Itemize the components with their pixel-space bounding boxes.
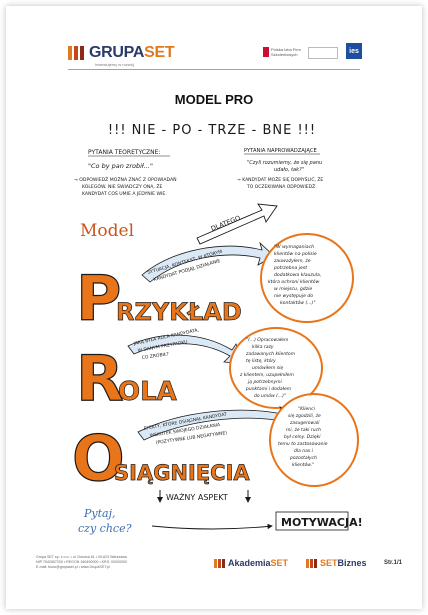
o-cloud-line-2: się zgodzili, że — [288, 413, 321, 419]
p-cloud-line-9: kontaktów (...)" — [280, 299, 316, 306]
r-cloud-line-1: "(...) Opracowałem — [246, 337, 289, 343]
r-word: OLA — [118, 377, 177, 407]
partner-logo-certificate — [308, 47, 338, 59]
r-cloud-text: "(...) Opracowałem kilka razy zadawanych… — [239, 337, 296, 399]
dlatego-arrow — [196, 203, 278, 245]
o-cloud-line-9: klientów." — [292, 461, 314, 468]
r-cloud-line-7: ją potrzebnymi — [247, 379, 283, 385]
footer-line-3: E-mail: biuro@grupaset.pl • www.GrupaSET… — [36, 565, 110, 569]
logo-tagline: Inwestujemy w rozwój — [95, 62, 134, 67]
p-speech-cloud — [260, 233, 354, 323]
right-heading: PYTANIA NAPROWADZAJĄCE — [244, 148, 317, 154]
header-divider — [68, 69, 360, 70]
o-cloud-line-6: temu to zastosowanie — [278, 441, 328, 447]
p-cloud-text: "W wymaganiach klientów na polisie zauwa… — [268, 244, 321, 306]
logo-prefix: GRUPA — [89, 44, 145, 61]
o-cloud-line-8: pozostałych — [289, 455, 317, 461]
left-quote: "Co by pan zrobił..." — [88, 162, 153, 170]
right-quote-2: udało, tak?" — [274, 167, 304, 173]
o-cloud-line-3: zasugerowali — [289, 420, 320, 426]
setbiznes-prefix: SET — [320, 558, 338, 568]
partner-logo-pifs: Polska Izba Firm Szkoleniowych — [263, 47, 307, 57]
company-address: Grupa SET sp. z o.o. • ul. Dworca 61 • 0… — [36, 555, 127, 570]
p-cloud-line-7: w miejscu, gdzie — [274, 286, 312, 292]
p-cloud-line-8: nie występuje do — [274, 293, 313, 299]
footer-line-2: NIP 7542657200 • REGON 160490000 • KRS: … — [36, 560, 127, 564]
page-number: Str.1/1 — [384, 560, 403, 566]
setbiznes-suffix: Biznes — [337, 558, 367, 568]
r-cloud-line-5: umówiłem się — [252, 364, 283, 371]
r-cloud-line-8: punktami i dodałem — [245, 386, 292, 392]
motywacja-text: MOTYWACJA! — [281, 516, 362, 529]
left-note-2: KOLEGÓW. NIE ŚWIADCZY ONA, ŻE — [82, 183, 162, 190]
document-page: GRUPASET Inwestujemy w rozwój Polska Izb… — [6, 6, 422, 609]
p-word: RZYKŁAD — [116, 298, 242, 326]
akademiaset-logo-icon — [214, 558, 225, 568]
page-title: MODEL PRO — [174, 92, 254, 107]
motywacja-box — [275, 511, 349, 531]
headline-text: !!! NIE - PO - TRZE - BNE !!! — [108, 123, 316, 138]
right-note-2: TO OCZEKIWANA ODPOWIEDŹ. — [246, 182, 317, 190]
left-note-3: KANDYDAT COŚ UMIE A JEDYNIE WIE. — [82, 190, 167, 197]
o-cloud-line-7: dla nas i — [294, 448, 314, 454]
o-cloud-line-1: "Klienci — [298, 406, 316, 412]
r-cloud-line-4: tę listę, który — [246, 357, 276, 364]
r-cloud-line-6: z klientem, uzupełniłem — [239, 372, 294, 378]
sketchnote-illustration: !!! NIE - PO - TRZE - BNE !!! PYTANIA TE… — [71, 123, 362, 535]
pytaj-line-2: czy chce? — [78, 522, 132, 535]
r-speech-cloud — [229, 327, 323, 409]
partner-logo-ies: ies — [346, 43, 362, 59]
o-cloud-line-4: mi, że taki ruch — [286, 427, 321, 433]
o-cloud-text: "Klienci się zgodzili, że zasugerowali m… — [278, 406, 328, 468]
o-speech-cloud — [269, 393, 359, 487]
grupaset-logo: GRUPASET — [68, 44, 175, 62]
p-cloud-line-2: klientów na polisie — [274, 250, 317, 257]
p-letter: P — [76, 262, 121, 335]
p-cloud-line-4: potrzebna jest — [273, 265, 307, 271]
setbiznes-logo-icon — [306, 558, 317, 568]
footer-line-1: Grupa SET sp. z o.o. • ul. Dworca 61 • 0… — [36, 555, 127, 559]
right-note-1: → KANDYDAT MOŻE SIĘ DOMYŚLIĆ, ŻE — [237, 176, 323, 183]
p-cloud-line-5: dodatkowa klauzula, — [274, 272, 321, 278]
r-cloud-line-9: do umów (...)" — [254, 392, 286, 399]
r-cloud-line-3: zadawanych klientom — [245, 351, 296, 357]
p-cloud-line-3: zauważyłem, że — [273, 258, 311, 264]
right-quote-1: "Czyli rozumiemy, że się panu — [247, 160, 322, 166]
logo-suffix: SET — [144, 44, 175, 61]
wazny-aspekt: WAŻNY ASPEKT — [166, 492, 228, 502]
pytaj-line-1: Pytaj, — [83, 507, 116, 520]
pytaj-arrow — [151, 523, 273, 530]
r-cloud-line-2: kilka razy — [252, 344, 274, 350]
o-word: SIĄGNIĘCIA — [114, 461, 250, 485]
o-cloud-line-5: był celny. Dzięki — [284, 434, 321, 440]
model-label: Model — [80, 221, 134, 241]
p-cloud-line-6: która ochroni klientów — [268, 278, 320, 285]
akademiaset-prefix: Akademia — [228, 558, 271, 568]
grupaset-logo-icon — [68, 46, 84, 60]
left-heading: PYTANIA TEORETYCZNE: — [88, 149, 160, 156]
left-note-1: → ODPOWIEDŹ MOŻNA ZNAĆ Z OPOWIADAŃ — [74, 175, 177, 183]
r-arrow-text-3: CO ZROBIŁ? — [141, 351, 169, 361]
akademiaset-suffix: SET — [270, 558, 289, 568]
r-letter: R — [76, 342, 124, 415]
o-letter: O — [72, 422, 125, 495]
p-cloud-line-1: "W wymaganiach — [274, 244, 314, 250]
